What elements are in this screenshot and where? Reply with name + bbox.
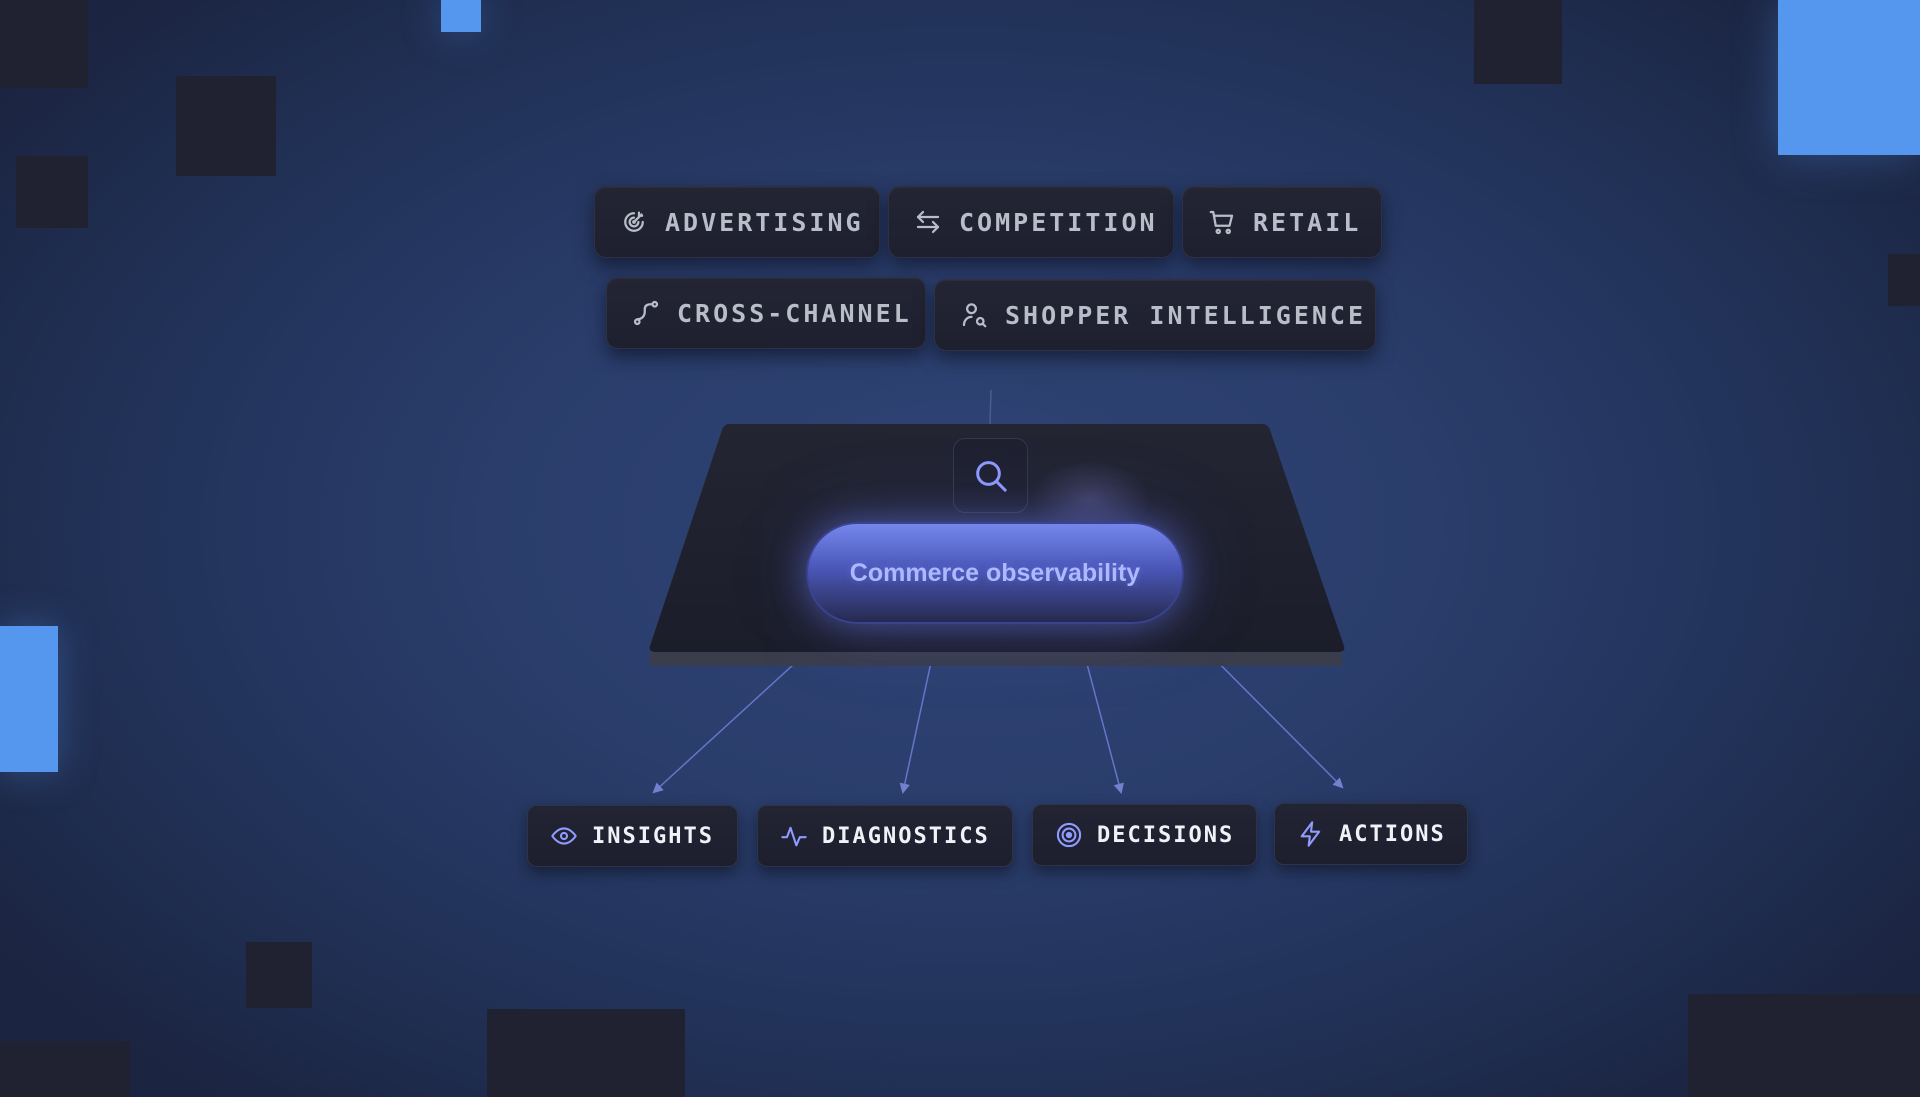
input-connector [989,389,992,425]
bg-square [16,156,88,228]
target-icon [624,211,644,232]
source-chip-retail: RETAIL [1182,186,1382,258]
eye-icon [551,827,577,845]
output-chip-decisions: DECISIONS [1032,804,1257,866]
bg-square-accent [0,626,58,772]
bg-square [0,1041,130,1097]
bg-square [246,942,312,1008]
source-chip-label: COMPETITION [959,207,1158,237]
source-chip-label: RETAIL [1253,207,1362,237]
bg-square [487,1009,685,1097]
output-chip-actions: ACTIONS [1274,803,1468,865]
hub-label: Commerce observability [849,558,1141,587]
source-chip-competition: COMPETITION [888,186,1174,258]
output-chip-diagnostics: DIAGNOSTICS [757,805,1013,867]
output-chip-label: DIAGNOSTICS [822,823,990,849]
swap-arrows-icon [916,210,940,234]
bg-square [1888,254,1920,306]
hub-search-box [953,438,1028,513]
shopping-cart-icon [1209,210,1234,235]
output-chip-label: INSIGHTS [592,823,714,849]
search-icon [975,460,1007,492]
user-search-icon [962,303,987,328]
lightning-icon [1300,821,1321,847]
bg-square-accent [441,0,481,32]
output-chip-insights: INSIGHTS [527,805,738,867]
output-chip-label: ACTIONS [1339,821,1446,847]
source-chip-advertising: ADVERTISING [594,186,880,258]
source-chip-label: CROSS-CHANNEL [677,298,912,328]
bg-square [1688,994,1920,1097]
bg-square [1474,0,1562,84]
bg-square-accent [1778,0,1920,155]
activity-icon [781,826,807,847]
bullseye-icon [1056,822,1082,848]
bg-square [0,0,88,88]
source-chip-cross-channel: CROSS-CHANNEL [606,277,926,349]
bg-square [176,76,276,176]
output-chip-label: DECISIONS [1097,822,1235,848]
source-chip-label: ADVERTISING [665,207,864,237]
route-icon [633,300,659,326]
source-chip-label: SHOPPER INTELLIGENCE [1005,300,1367,330]
hub-commerce-observability: Commerce observability [806,522,1184,624]
source-chip-shopper-intelligence: SHOPPER INTELLIGENCE [934,279,1376,351]
